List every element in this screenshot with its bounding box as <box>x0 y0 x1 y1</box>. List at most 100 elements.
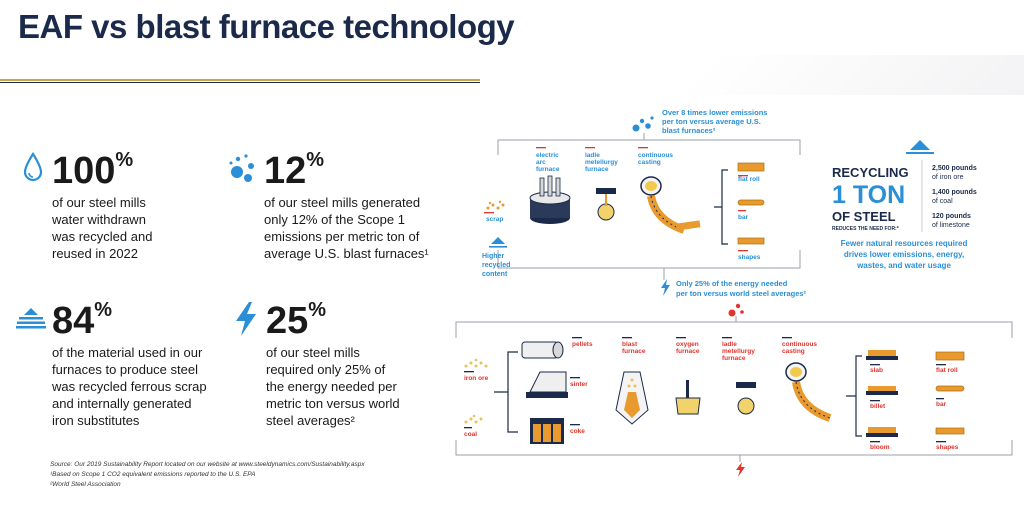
oxygen-furnace-label-1: oxygen <box>676 341 699 348</box>
ladle-furnace-icon <box>596 188 616 221</box>
emissions-bubbles-icon <box>632 116 654 132</box>
emissions-bubbles-red-icon <box>728 303 744 317</box>
eaf-label-2: arc <box>536 159 546 166</box>
iron-ore-pile-icon <box>464 358 488 368</box>
bf-shapes-icon <box>935 427 965 435</box>
coke-label: coke <box>570 428 585 435</box>
label-marker <box>638 147 648 149</box>
emissions-callout-2: per ton versus average U.S. <box>662 117 761 126</box>
bf-ladle-label-3: furnace <box>722 355 746 362</box>
stat-value: 12% <box>264 149 325 192</box>
scrap-pile-icon <box>486 200 505 210</box>
eaf-label-3: furnace <box>536 166 560 173</box>
label-marker <box>585 147 595 149</box>
recycling-amount: 120 pounds <box>932 213 971 220</box>
recycling-material: of coal <box>932 198 953 205</box>
bf-casting-label-1: continuous <box>782 341 817 348</box>
sinter-machine-icon <box>526 371 568 398</box>
coal-pile-icon <box>464 414 483 424</box>
shapes-product-icon <box>737 237 765 245</box>
bloom-roller-icon <box>866 427 898 437</box>
label-marker <box>870 364 880 366</box>
bf-bar-label: bar <box>936 401 947 408</box>
recycle-stack-icon <box>16 308 46 335</box>
shapes-label: shapes <box>738 254 761 261</box>
coke-oven-icon <box>530 418 564 444</box>
ladle-label-2: metellurgy <box>585 159 618 166</box>
energy-lightning-icon <box>661 279 670 296</box>
recycling-line3: OF STEEL <box>832 209 896 224</box>
bf-shapes-label: shapes <box>936 444 959 451</box>
coal-label: coal <box>464 431 477 438</box>
bar-label: bar <box>738 214 749 221</box>
billet-roller-icon <box>866 386 898 395</box>
recycling-line4: REDUCES THE NEED FOR:* <box>832 226 899 232</box>
label-marker <box>936 398 944 400</box>
recycling-line1: RECYCLING <box>832 165 909 180</box>
ladle-label-1: ladle <box>585 152 600 159</box>
label-marker <box>738 250 748 252</box>
label-marker <box>782 337 792 339</box>
iron-ore-label: iron ore <box>464 375 489 382</box>
oxygen-furnace-icon <box>675 380 701 415</box>
recycling-material: of iron ore <box>932 174 964 181</box>
eaf-bracket <box>497 133 801 280</box>
bf-bar-icon <box>935 385 965 392</box>
label-marker <box>570 377 580 379</box>
label-marker <box>570 424 580 426</box>
pellets-label: pellets <box>572 341 593 348</box>
header-rule-gold <box>0 79 480 81</box>
recycled-label-1: Higher <box>482 253 504 260</box>
blast-furnace-label-1: blast <box>622 341 638 348</box>
eaf-label-1: electric <box>536 152 559 159</box>
recycling-stack-icon <box>906 140 934 154</box>
bloom-label: bloom <box>870 444 890 451</box>
recycled-content-icon <box>489 237 507 248</box>
label-marker <box>464 371 474 373</box>
energy-callout-2: per ton versus world steel averages² <box>676 289 807 298</box>
recycling-amount: 2,500 pounds <box>932 165 977 172</box>
label-marker <box>738 175 748 177</box>
oxygen-furnace-label-2: furnace <box>676 348 700 355</box>
label-marker <box>572 337 582 339</box>
flat-roll-label: flat roll <box>738 176 760 183</box>
lightning-bolt-icon <box>234 302 258 341</box>
scrap-label: scrap <box>486 216 503 223</box>
energy-callout-1: Only 25% of the energy needed <box>676 279 788 288</box>
label-marker <box>936 364 946 366</box>
continuous-caster-icon <box>640 176 701 234</box>
page-title: EAF vs blast furnace technology <box>18 8 515 45</box>
emissions-callout-3: blast furnaces² <box>662 126 716 135</box>
billet-label: billet <box>870 403 886 410</box>
label-marker <box>676 337 686 339</box>
sources: Source: Our 2019 Sustainability Report l… <box>50 461 365 488</box>
label-marker <box>464 427 472 429</box>
electric-arc-furnace-icon <box>529 175 571 224</box>
bf-flat-roll-icon <box>935 351 965 361</box>
recycling-material: of limestone <box>932 222 970 229</box>
flat-roll-product-icon <box>737 162 765 172</box>
emissions-callout-1: Over 8 times lower emissions <box>662 108 767 117</box>
label-marker <box>622 337 632 339</box>
water-drop-icon <box>22 152 44 189</box>
blast-furnace-icon <box>615 371 649 425</box>
label-marker <box>870 400 880 402</box>
recycling-footer-1: Fewer natural resources required <box>841 239 968 248</box>
bf-bracket <box>455 316 1013 462</box>
recycled-label-2: recycled <box>482 262 510 269</box>
stat-value: 100% <box>52 149 134 192</box>
label-marker <box>870 441 880 443</box>
label-marker <box>722 337 732 339</box>
header-rule-navy <box>0 82 480 83</box>
stat-value: 84% <box>52 299 113 342</box>
casting-label-2: casting <box>638 159 661 166</box>
sinter-label: sinter <box>570 381 588 388</box>
bf-flat-roll-label: flat roll <box>936 367 958 374</box>
